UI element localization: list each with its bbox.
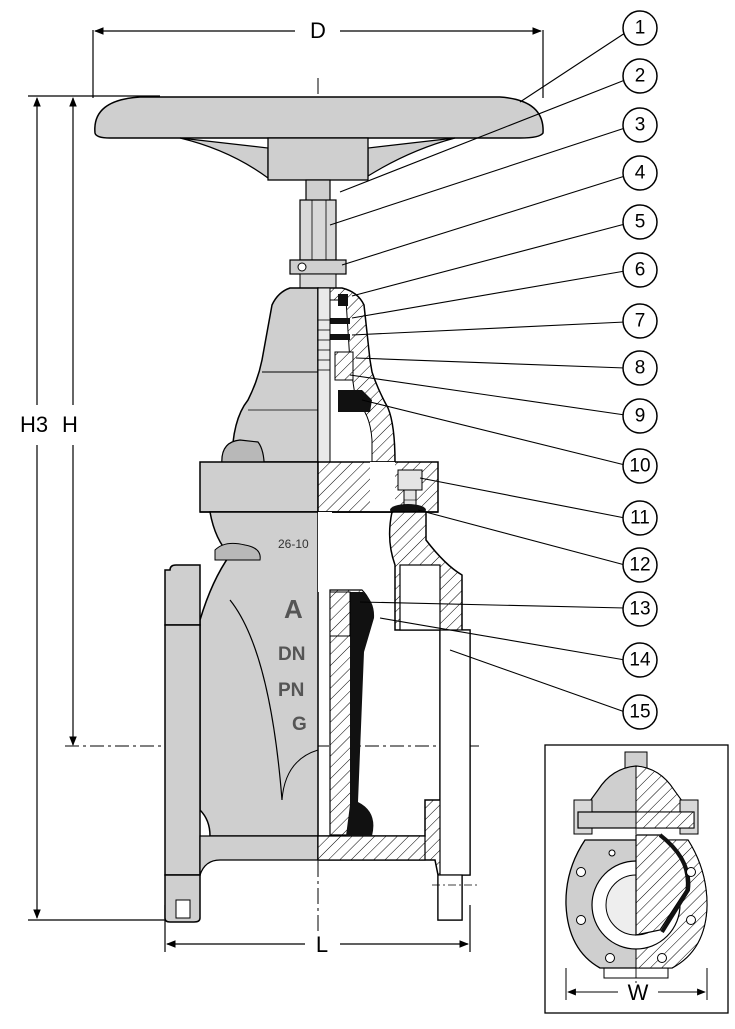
svg-text:15: 15 bbox=[629, 702, 650, 723]
svg-text:7: 7 bbox=[635, 311, 646, 332]
marking-pn: PN bbox=[278, 680, 304, 701]
callout-1: 1 bbox=[622, 10, 658, 46]
callout-2: 2 bbox=[622, 58, 658, 94]
callout-14: 14 bbox=[622, 642, 658, 678]
wedge bbox=[329, 589, 375, 836]
callout-8: 8 bbox=[622, 350, 658, 386]
callout-7: 7 bbox=[622, 303, 658, 339]
marking-g: G bbox=[292, 714, 307, 735]
callout-15: 15 bbox=[622, 694, 658, 730]
body-exterior bbox=[164, 511, 319, 923]
svg-text:8: 8 bbox=[635, 358, 646, 379]
svg-text:14: 14 bbox=[629, 650, 651, 671]
callout-4: 4 bbox=[622, 155, 658, 191]
callout-10: 10 bbox=[622, 448, 658, 484]
dim-label-d: D bbox=[310, 18, 326, 43]
callout-6: 6 bbox=[622, 252, 658, 288]
logo-mark: A bbox=[284, 594, 303, 624]
svg-text:1: 1 bbox=[635, 18, 646, 39]
svg-text:2: 2 bbox=[635, 66, 646, 87]
stem-assembly bbox=[289, 179, 347, 289]
callout-11: 11 bbox=[622, 500, 658, 536]
dim-label-w: W bbox=[628, 980, 649, 1005]
marking-dn: DN bbox=[278, 644, 305, 665]
svg-text:9: 9 bbox=[635, 406, 646, 427]
dimension-h3: H3 bbox=[20, 95, 165, 921]
dim-label-h: H bbox=[62, 412, 78, 437]
svg-text:3: 3 bbox=[635, 115, 646, 136]
body-section bbox=[317, 511, 478, 921]
body-markings: A DN PN G 26-10 bbox=[278, 537, 309, 735]
svg-text:13: 13 bbox=[629, 599, 650, 620]
bonnet-section bbox=[317, 287, 396, 463]
callout-9: 9 bbox=[622, 398, 658, 434]
svg-text:12: 12 bbox=[629, 555, 650, 576]
callout-13: 13 bbox=[622, 591, 658, 627]
callout-3: 3 bbox=[622, 107, 658, 143]
svg-text:10: 10 bbox=[629, 456, 650, 477]
callout-5: 5 bbox=[622, 204, 658, 240]
svg-text:4: 4 bbox=[635, 163, 646, 184]
dimension-l: L bbox=[164, 905, 471, 957]
callout-12: 12 bbox=[622, 547, 658, 583]
leader-lines bbox=[329, 32, 626, 713]
svg-text:5: 5 bbox=[635, 212, 646, 233]
dim-label-l: L bbox=[316, 932, 328, 957]
inset-side-view: W bbox=[544, 744, 729, 1014]
handwheel bbox=[94, 96, 544, 181]
dimension-d: D bbox=[92, 18, 544, 98]
svg-text:11: 11 bbox=[630, 508, 650, 529]
cast-code: 26-10 bbox=[278, 537, 309, 551]
svg-text:6: 6 bbox=[635, 260, 646, 281]
dim-label-h3: H3 bbox=[20, 412, 48, 437]
stem-thread bbox=[318, 319, 330, 371]
dimension-h: H bbox=[62, 97, 480, 747]
